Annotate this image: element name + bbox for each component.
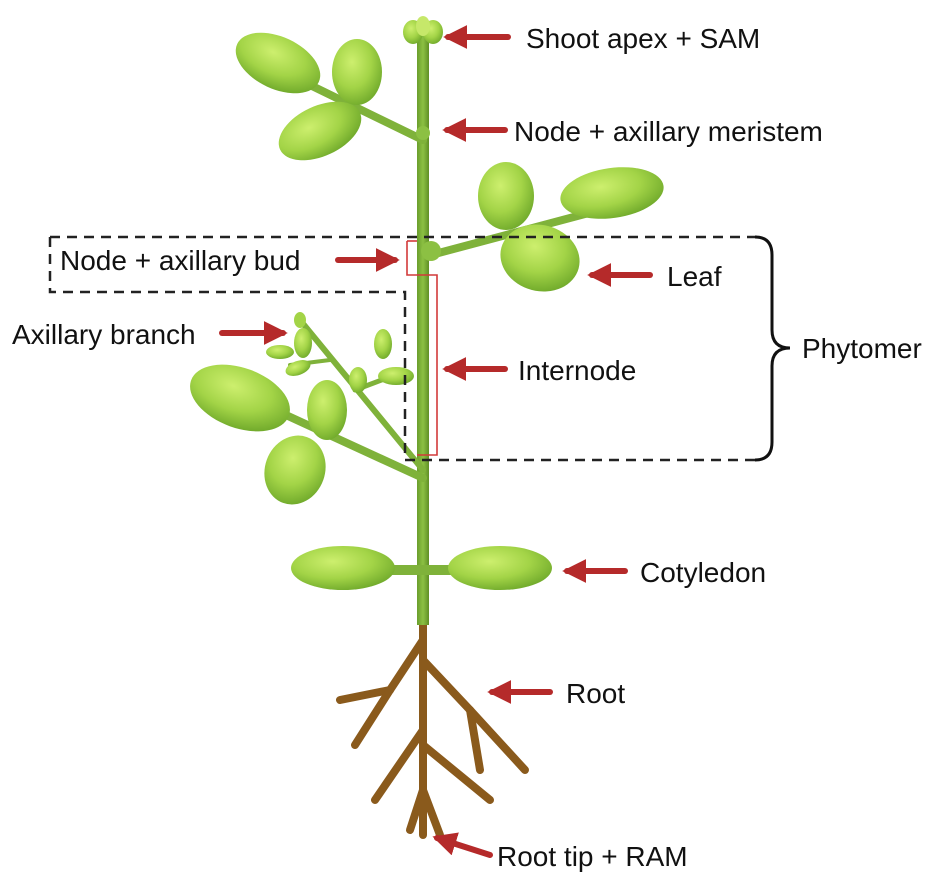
label-phytomer: Phytomer — [802, 333, 922, 364]
axillary-bud — [421, 241, 441, 261]
label-shoot-apex: Shoot apex + SAM — [526, 23, 760, 54]
label-leaf: Leaf — [667, 261, 722, 292]
label-root-tip: Root tip + RAM — [497, 841, 688, 872]
phytomer-brace — [755, 237, 790, 460]
axillary-meristem — [416, 126, 430, 140]
label-root: Root — [566, 678, 625, 709]
right-leaf-group — [421, 161, 667, 300]
upper-leaf-group — [226, 20, 430, 172]
label-internode: Internode — [518, 355, 636, 386]
arrow-root-tip — [437, 838, 490, 855]
root-system — [340, 615, 525, 835]
label-cotyledon: Cotyledon — [640, 557, 766, 588]
axillary-branch-group — [181, 312, 423, 513]
label-axillary-branch: Axillary branch — [12, 319, 196, 350]
label-node-axillary-bud: Node + axillary bud — [60, 245, 300, 276]
label-node-axillary-meristem: Node + axillary meristem — [514, 116, 823, 147]
main-stem — [417, 30, 429, 625]
